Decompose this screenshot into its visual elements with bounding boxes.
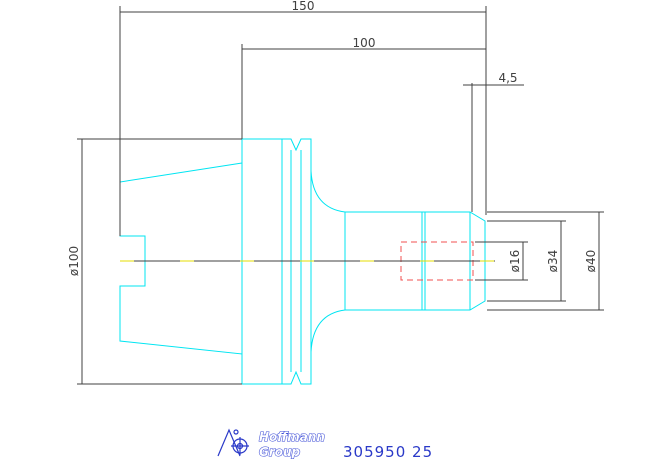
dim-diameter-flange: ø100: [67, 246, 81, 276]
taper-cone: [119, 162, 243, 355]
part-number: 305950 25: [343, 443, 433, 460]
dimension-lines: [77, 6, 604, 385]
dim-overall-length: 150: [292, 0, 315, 13]
dim-body-length: 100: [353, 36, 376, 50]
hoffmann-logo: Hoffmann Group: [217, 428, 326, 460]
dim-diameter-shank: ø34: [546, 250, 560, 273]
logo-line2: Group: [259, 445, 301, 459]
dim-diameter-bore: ø16: [508, 250, 522, 273]
dim-diameter-collar: ø40: [584, 250, 598, 273]
logo-emblem-icon: [217, 428, 249, 457]
dim-step-length: 4,5: [498, 71, 517, 85]
logo-line1: Hoffmann: [259, 430, 325, 444]
